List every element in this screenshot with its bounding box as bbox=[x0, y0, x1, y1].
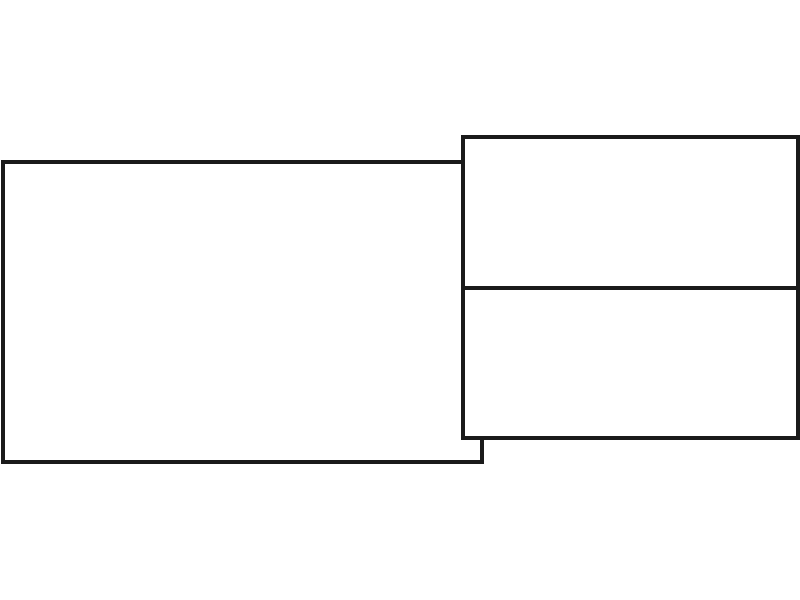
upper-small-rectangle bbox=[461, 135, 800, 290]
large-rectangle bbox=[1, 160, 484, 464]
lower-small-rectangle bbox=[461, 286, 800, 440]
